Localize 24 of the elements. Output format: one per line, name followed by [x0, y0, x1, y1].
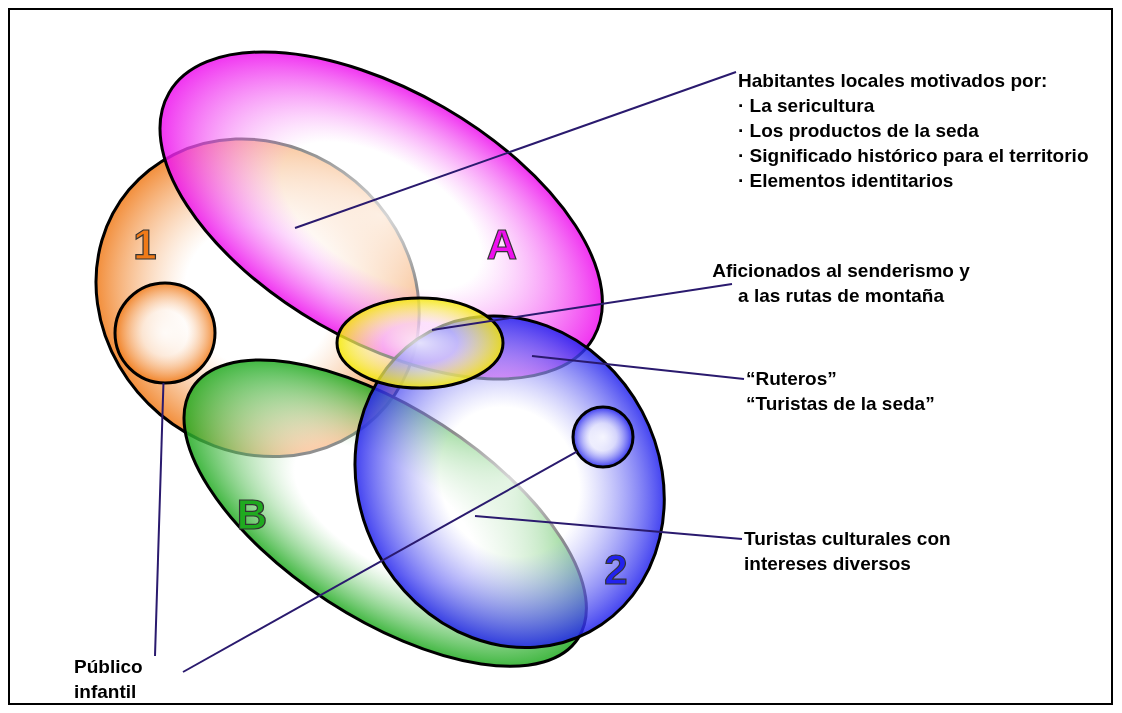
- group-label: 2: [604, 549, 628, 591]
- leader-line: [182, 450, 578, 673]
- leader-line: [474, 515, 743, 540]
- annotation-text: · Significado histórico para el territorio: [738, 144, 1089, 168]
- annotation-text: “Turistas de la seda”: [746, 392, 935, 416]
- leader-line: [154, 382, 165, 657]
- annotation-text: Público infantil: [74, 655, 144, 704]
- annotation-text: · Elementos identitarios: [738, 169, 955, 193]
- group-label: 1: [133, 224, 157, 266]
- circle-region: [115, 283, 215, 383]
- circle-region: [573, 407, 633, 467]
- leader-line: [294, 71, 737, 229]
- annotation-text: Habitantes locales motivados por:: [738, 69, 1049, 93]
- leader-line: [431, 283, 733, 331]
- leader-line: [531, 355, 745, 380]
- group-label: A: [486, 224, 518, 266]
- annotation-text: Aficionados al senderismo y a las rutas de montaña: [712, 259, 970, 308]
- annotation-text: · Los productos de la seda: [738, 119, 980, 143]
- ellipse-region: [337, 298, 503, 388]
- ellipse-region: [355, 316, 665, 648]
- group-label: B: [236, 494, 268, 536]
- annotation-text: · La sericultura: [738, 94, 876, 118]
- annotation-text: “Ruteros”: [746, 367, 838, 391]
- annotation-text: Turistas culturales con intereses diversos: [744, 527, 952, 576]
